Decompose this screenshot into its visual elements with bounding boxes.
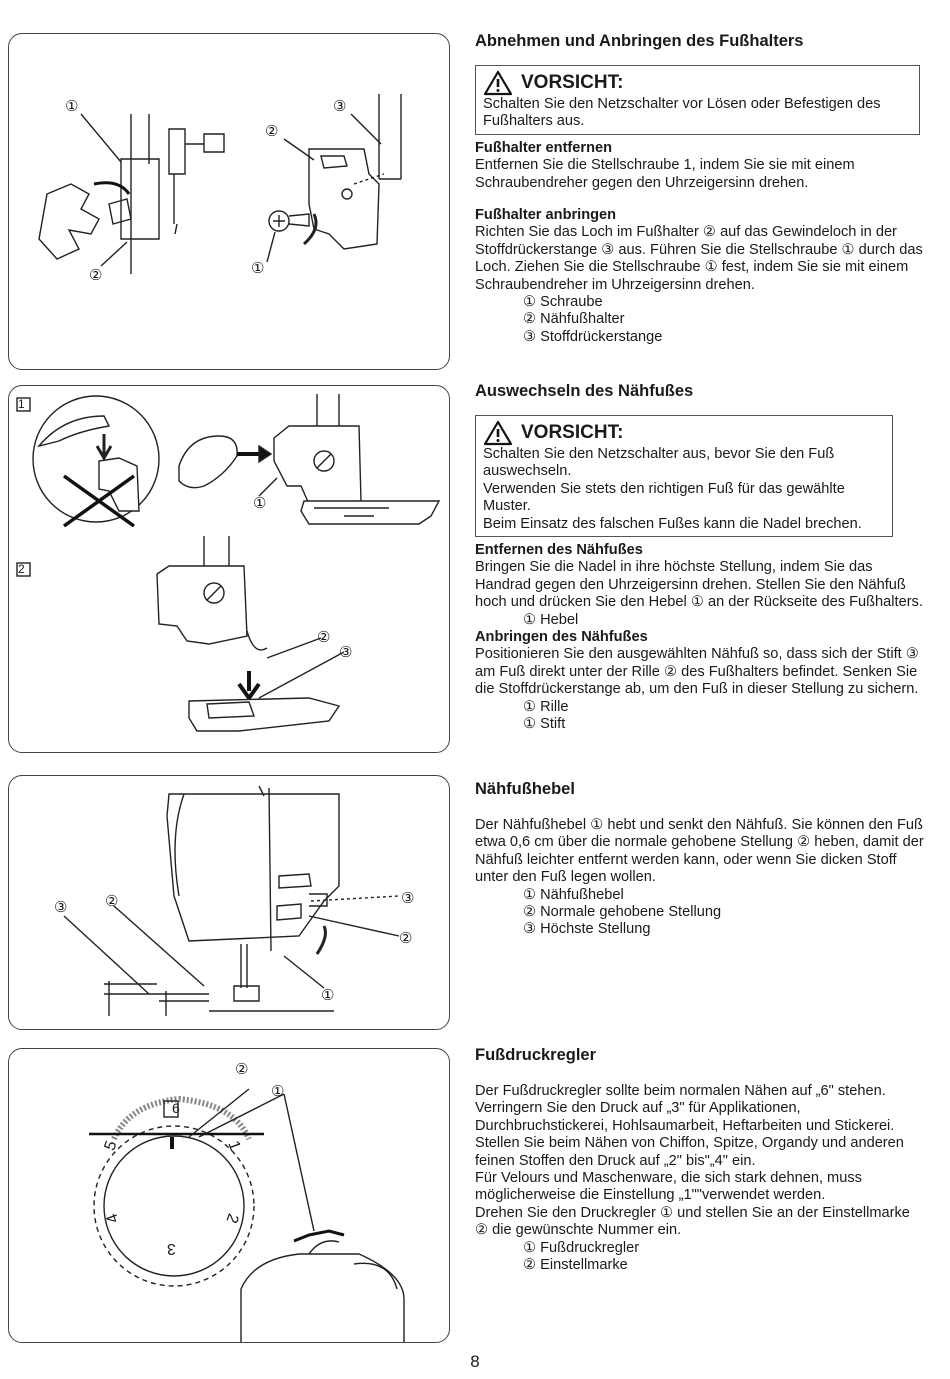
caution-line: Beim Einsatz des falschen Fußes kann die… [483, 515, 862, 532]
dial-number-6: 6 [172, 1100, 180, 1116]
pressure-dial-illustration [89, 1088, 405, 1342]
parts-list: ① Hebel [475, 612, 925, 629]
section-title: Auswechseln des Nähfußes [475, 382, 694, 400]
parts-list: ① Fußdruckregler ② Einstellmarke [475, 1240, 925, 1275]
presser-foot-lifter-illustration [63, 785, 400, 1016]
list-item: ① Rille [523, 698, 569, 715]
block-heading: Fußhalter anbringen [475, 207, 617, 224]
list-item: ② Normale gehobene Stellung [523, 904, 722, 921]
callout-1b: ① [251, 260, 265, 277]
section-line: Verringern Sie den Druck auf „3" für App… [475, 1100, 895, 1134]
block-heading: Entfernen des Nähfußes [475, 542, 643, 559]
block-heading: Fußhalter entfernen [475, 139, 613, 156]
caution-line: Verwenden Sie stets den richtigen Fuß fü… [483, 480, 845, 515]
caution-label: VORSICHT: [521, 422, 624, 443]
caution-label: VORSICHT: [521, 72, 624, 93]
callout-1: ① [253, 495, 267, 512]
list-item: ① Schraube [523, 294, 603, 311]
caution-line: Schalten Sie den Netzschalter aus, bevor… [483, 446, 835, 480]
list-item: ② Nähfußhalter [523, 311, 625, 328]
caution-box: VORSICHT: Schalten Sie den Netzschalter … [475, 415, 893, 538]
step-2: 2 [18, 562, 25, 576]
callout-2: ② [235, 1061, 249, 1078]
caution-text: Schalten Sie den Netzschalter vor Lösen … [483, 96, 881, 130]
section-presser-foot-lifter: Nähfußhebel Der Nähfußhebel ① hebt und s… [475, 779, 925, 939]
figure-pressure-dial: 6 5 1 4 2 3 ② ① [8, 1048, 450, 1343]
list-item: ① Hebel [523, 611, 579, 628]
section-line: Für Velours und Maschenware, die sich st… [475, 1170, 862, 1204]
figure-presser-foot-holder: ① ② ③ ② ① [8, 33, 450, 370]
parts-list: ① Nähfußhebel ② Normale gehobene Stellun… [475, 887, 925, 939]
section-text: Der Nähfußhebel ① hebt und senkt den Näh… [475, 817, 924, 886]
section-pressure-dial: Fußdruckregler Der Fußdruckregler sollte… [475, 1045, 925, 1274]
block-text: Entfernen Sie die Stellschraube 1, indem… [475, 157, 855, 191]
callout-3: ③ [54, 899, 68, 916]
callout-2: ② [89, 267, 103, 284]
figure-changing-foot: 1 2 ① ② ③ [8, 385, 450, 753]
callout-1: ① [271, 1083, 285, 1100]
page-number: 8 [470, 1352, 480, 1371]
callout-2: ② [105, 893, 119, 910]
warning-triangle-icon [483, 70, 513, 96]
block-heading: Anbringen des Nähfußes [475, 629, 648, 646]
list-item: ③ Höchste Stellung [523, 921, 651, 938]
callout-1: ① [321, 987, 335, 1004]
warning-triangle-icon [483, 420, 513, 446]
section-title: Fußdruckregler [475, 1046, 597, 1064]
list-item: ① Nähfußhebel [523, 886, 624, 903]
section-line: Der Fußdruckregler sollte beim normalen … [475, 1083, 886, 1099]
step-1: 1 [18, 397, 25, 411]
section-title: Nähfußhebel [475, 780, 575, 798]
callout-2b: ② [265, 123, 279, 140]
figure-presser-foot-lifter: ③ ② ③ ② ① [8, 775, 450, 1030]
section-title: Abnehmen und Anbringen des Fußhalters [475, 32, 804, 50]
callout-3: ③ [333, 98, 347, 115]
section-line: Stellen Sie beim Nähen von Chiffon, Spit… [475, 1135, 904, 1169]
block-text: Positionieren Sie den ausgewählten Nähfu… [475, 646, 919, 698]
dial-number-3: 3 [167, 1240, 176, 1257]
list-item: ① Fußdruckregler [523, 1239, 640, 1256]
section-line: Drehen Sie den Druckregler ① und stellen… [475, 1204, 910, 1239]
callout-3: ③ [339, 644, 353, 661]
presser-foot-holder-illustration [38, 94, 402, 274]
section-foot-holder: Abnehmen und Anbringen des Fußhalters VO… [475, 31, 925, 346]
parts-list: ① Rille ① Stift [475, 699, 925, 734]
list-item: ① Stift [523, 716, 566, 733]
block-text: Bringen Sie die Nadel in ihre höchste St… [475, 559, 923, 611]
list-item: ② Einstellmarke [523, 1257, 628, 1274]
section-changing-foot: Auswechseln des Nähfußes VORSICHT: Schal… [475, 381, 925, 734]
callout-2: ② [317, 629, 331, 646]
callout-2b: ② [399, 930, 413, 947]
changing-foot-illustration [16, 394, 441, 732]
list-item: ③ Stoffdrückerstange [523, 328, 663, 345]
caution-box: VORSICHT: Schalten Sie den Netzschalter … [475, 65, 920, 135]
callout-1: ① [65, 98, 79, 115]
parts-list: ① Schraube ② Nähfußhalter ③ Stoffdrücker… [475, 294, 925, 346]
callout-3b: ③ [401, 890, 415, 907]
block-text: Richten Sie das Loch im Fußhalter ② auf … [475, 224, 923, 293]
